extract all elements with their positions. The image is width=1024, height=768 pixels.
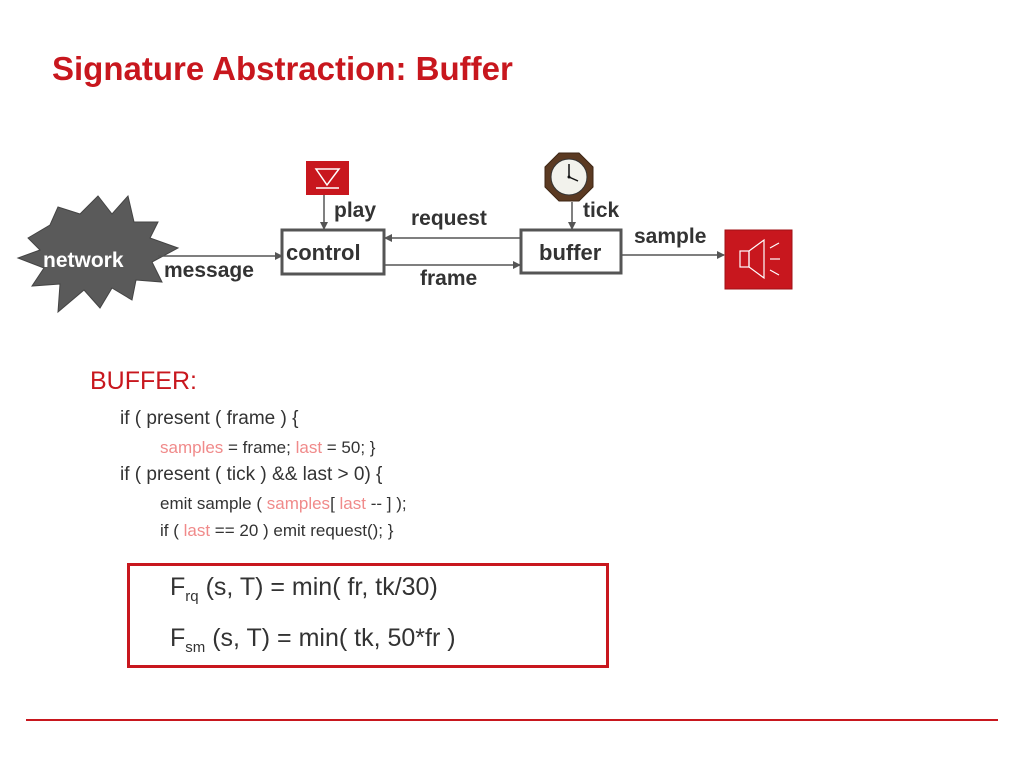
code-line-5: if ( last == 20 ) emit request(); } (160, 521, 393, 541)
formula-box (127, 563, 609, 668)
code-token: = frame; (223, 438, 296, 457)
formula-symbol: F (170, 624, 186, 652)
network-starburst: network (16, 194, 180, 314)
tick-label: tick (583, 199, 620, 222)
formula-symbol: F (170, 573, 186, 601)
code-token: if ( (160, 521, 184, 540)
buffer-box (519, 228, 623, 275)
control-label: control (286, 240, 361, 265)
code-token: emit sample ( (160, 494, 267, 513)
play-label: play (334, 199, 376, 222)
formula-expression: (s, T) = min( tk, 50*fr ) (205, 624, 456, 652)
code-token: last (295, 438, 323, 457)
code-token: last (339, 494, 366, 513)
page-title: Signature Abstraction: Buffer (52, 50, 513, 87)
formula-sm: Fsm (s, T) = min( tk, 50*fr ) (170, 624, 456, 656)
code-token: samples (266, 494, 331, 513)
clock-icon (544, 152, 594, 202)
code-line-2: samples = frame; last = 50; } (160, 438, 375, 458)
message-label: message (164, 259, 254, 282)
play-trigger-icon (306, 161, 349, 195)
code-token: == 20 ) emit request(); } (210, 521, 394, 540)
request-label: request (411, 207, 487, 230)
footer-divider (26, 719, 998, 721)
code-line-4: emit sample ( samples[ last -- ] ); (160, 494, 407, 514)
code-token: last (183, 521, 211, 540)
network-label: network (43, 249, 124, 272)
formula-subscript: sm (185, 639, 206, 656)
sample-label: sample (634, 225, 706, 248)
code-token: [ (330, 494, 340, 513)
buffer-diagram: network message control play request fra… (16, 152, 793, 314)
code-token: -- ] ); (365, 494, 407, 513)
speaker-icon (724, 229, 793, 290)
buffer-label: buffer (539, 240, 602, 265)
formula-expression: (s, T) = min( fr, tk/30) (198, 573, 438, 601)
code-line-1: if ( present ( frame ) { (120, 408, 299, 429)
formula-subscript: rq (185, 588, 199, 605)
code-token: = 50; } (322, 438, 376, 457)
code-token: samples (160, 438, 224, 457)
formula-rq: Frq (s, T) = min( fr, tk/30) (170, 573, 438, 605)
code-line-3: if ( present ( tick ) && last > 0) { (120, 464, 383, 485)
frame-label: frame (420, 267, 477, 290)
control-box (280, 228, 386, 276)
code-heading: BUFFER: (90, 367, 197, 395)
